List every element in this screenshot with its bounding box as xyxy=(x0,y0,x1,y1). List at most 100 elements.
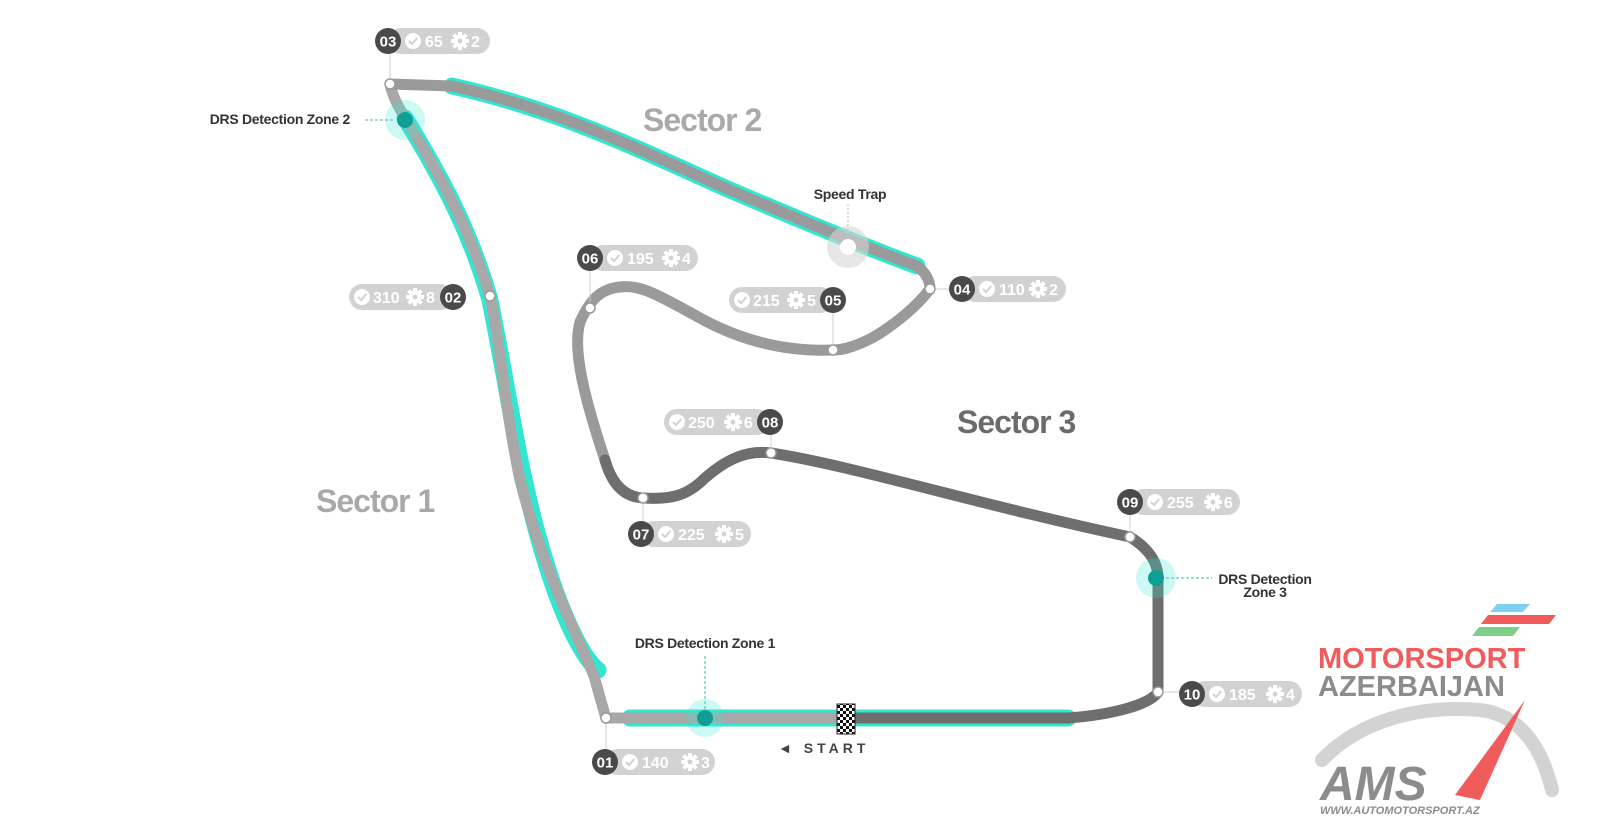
corner-10-info: 10 185 4 xyxy=(1179,681,1302,707)
corner-08-gear: 6 xyxy=(744,415,753,432)
corner-09-marker xyxy=(1124,531,1136,543)
logo-mark: AMS xyxy=(1319,758,1427,811)
flag-stripes-icon xyxy=(1472,604,1556,636)
corner-02-marker xyxy=(484,290,496,302)
speed-icon xyxy=(1208,685,1226,703)
speed-icon xyxy=(668,413,686,431)
corner-06-number: 06 xyxy=(582,251,599,268)
corner-06-speed: 195 xyxy=(627,251,654,268)
speed-icon xyxy=(353,288,371,306)
corner-04-info: 04 110 2 xyxy=(949,276,1066,302)
sector-3-label: Sector 3 xyxy=(957,404,1075,440)
logo-swoosh xyxy=(1315,702,1559,797)
corner-08-number: 08 xyxy=(762,415,779,432)
corner-03-info: 03 65 2 xyxy=(375,28,490,54)
corner-06-marker xyxy=(584,302,596,314)
corner-01-info: 01 140 3 xyxy=(592,749,715,775)
corner-10-number: 10 xyxy=(1184,687,1201,704)
corner-04-speed: 110 xyxy=(999,282,1025,299)
checkered-flag-icon xyxy=(836,703,856,735)
corner-05-marker xyxy=(827,344,839,356)
corner-03-gear: 2 xyxy=(471,34,480,51)
track xyxy=(384,78,1164,724)
drs-detection-zone-3: DRS Detection Zone 3 xyxy=(1136,558,1312,600)
speed-trap: Speed Trap xyxy=(814,186,887,268)
corner-05-gear: 5 xyxy=(807,293,816,310)
gear-icon xyxy=(787,291,805,309)
drs-zone-3-label-line2: Zone 3 xyxy=(1243,584,1287,600)
corner-02-speed: 310 xyxy=(373,290,400,307)
corner-09-gear: 6 xyxy=(1224,495,1233,512)
drs-zone-1-label: DRS Detection Zone 1 xyxy=(635,635,776,651)
corner-06-gear: 4 xyxy=(682,251,691,268)
start-label: ◄ START xyxy=(778,740,869,756)
corner-01-speed: 140 xyxy=(642,755,669,772)
corner-09-info: 09 255 6 xyxy=(1117,489,1240,515)
logo-line2: AZERBAIJAN xyxy=(1318,671,1505,703)
logo-url: WWW.AUTOMOTORSPORT.AZ xyxy=(1320,805,1481,817)
track-sector3 xyxy=(599,446,1164,724)
speed-icon xyxy=(978,280,996,298)
corner-09-number: 09 xyxy=(1122,495,1139,512)
drs-detection-zone-2: DRS Detection Zone 2 xyxy=(210,100,425,140)
corner-05-speed: 215 xyxy=(753,293,780,310)
speed-icon xyxy=(657,525,675,543)
corner-07-number: 07 xyxy=(633,527,650,544)
corner-03-speed: 65 xyxy=(425,34,443,51)
drs-zone-3-label-line1: DRS Detection xyxy=(1218,571,1311,587)
speed-icon xyxy=(1146,493,1164,511)
corner-07-marker xyxy=(637,492,649,504)
corner-02-info: 02 310 8 xyxy=(349,284,466,310)
corner-08-marker xyxy=(765,447,777,459)
track-sector1 xyxy=(384,78,612,724)
corner-02-gear: 8 xyxy=(426,290,435,307)
corner-10-speed: 185 xyxy=(1229,687,1256,704)
speed-trap-label: Speed Trap xyxy=(814,186,886,202)
corner-08-info: 08 250 6 xyxy=(664,409,783,435)
corner-02-number: 02 xyxy=(445,290,462,307)
corner-03-number: 03 xyxy=(380,34,397,51)
corner-06-info: 06 195 4 xyxy=(577,245,698,271)
speed-icon xyxy=(606,249,624,267)
corner-01-number: 01 xyxy=(597,755,614,772)
corner-05-number: 05 xyxy=(825,293,842,310)
corner-04-marker xyxy=(924,283,936,295)
corner-07-gear: 5 xyxy=(735,527,744,544)
corner-04-gear: 2 xyxy=(1049,282,1058,299)
gear-icon xyxy=(724,413,742,431)
gear-icon xyxy=(451,32,469,50)
track-sector2 xyxy=(384,78,936,466)
gear-icon xyxy=(1029,280,1047,298)
motorsport-azerbaijan-logo: MOTORSPORT AZERBAIJAN AMS WWW.AUTOMOTORS… xyxy=(1315,604,1559,817)
gear-icon xyxy=(406,288,424,306)
sector-1-label: Sector 1 xyxy=(316,483,434,519)
start-finish-line: ◄ START xyxy=(778,703,869,756)
gear-icon xyxy=(662,249,680,267)
corner-03-marker xyxy=(384,78,396,90)
sector-2-label: Sector 2 xyxy=(643,102,761,138)
speed-icon xyxy=(733,291,751,309)
corner-01-marker xyxy=(600,712,612,724)
gear-icon xyxy=(681,753,699,771)
drs-detection-zone-1: DRS Detection Zone 1 xyxy=(635,635,776,737)
corner-05-info: 05 215 5 xyxy=(729,287,846,313)
corner-04-number: 04 xyxy=(954,282,971,299)
gear-icon xyxy=(715,525,733,543)
corner-leaders xyxy=(389,54,1180,750)
corner-10-marker xyxy=(1152,686,1164,698)
corner-09-speed: 255 xyxy=(1167,495,1194,512)
corner-08-speed: 250 xyxy=(688,415,715,432)
corner-07-info: 07 225 5 xyxy=(628,521,751,547)
logo-line1: MOTORSPORT xyxy=(1318,643,1526,675)
speed-icon xyxy=(404,32,422,50)
corner-07-speed: 225 xyxy=(678,527,705,544)
drs-zone-2-label: DRS Detection Zone 2 xyxy=(210,111,351,127)
gear-icon xyxy=(1204,493,1222,511)
corner-01-gear: 3 xyxy=(701,755,710,772)
corner-10-gear: 4 xyxy=(1286,687,1295,704)
gear-icon xyxy=(1266,685,1284,703)
speed-icon xyxy=(621,753,639,771)
corner-markers xyxy=(384,78,1164,724)
